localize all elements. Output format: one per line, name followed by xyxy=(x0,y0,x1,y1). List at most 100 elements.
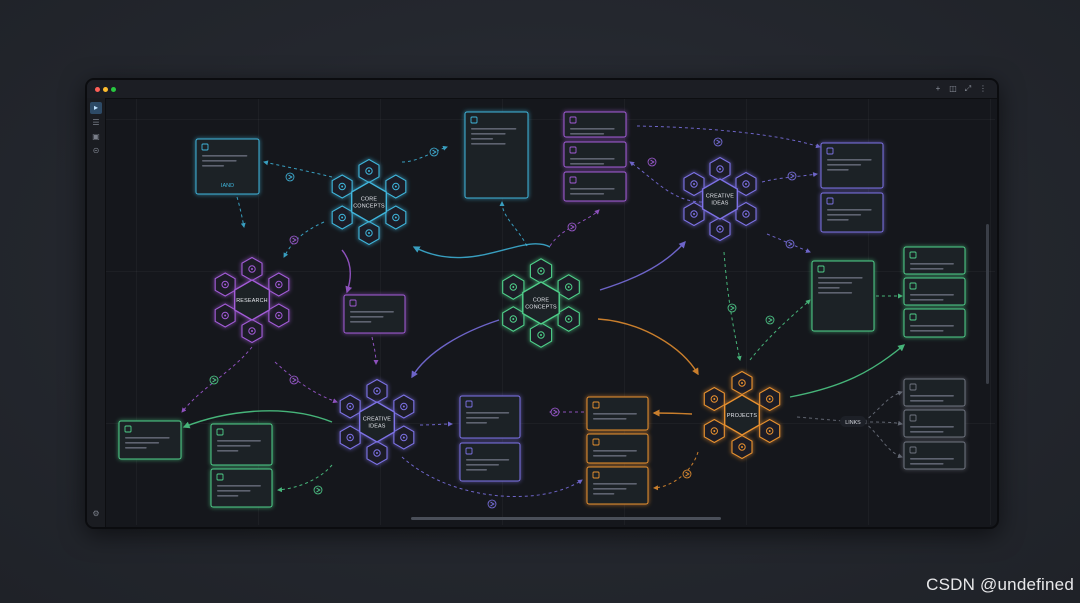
link-tool-button[interactable]: ⊝ xyxy=(92,146,100,155)
cluster-title-creative-ideas-bottom: IDEAS xyxy=(368,424,385,430)
cluster-center-projects[interactable] xyxy=(724,394,760,436)
browser-icon[interactable] xyxy=(268,303,290,328)
cluster-center-creative-ideas-top[interactable] xyxy=(702,178,738,220)
card-icon[interactable] xyxy=(759,418,781,444)
chart-icon[interactable] xyxy=(731,434,753,460)
image-icon[interactable] xyxy=(735,201,757,227)
search-icon[interactable] xyxy=(268,272,290,297)
cluster-center-core-concepts-top[interactable] xyxy=(350,181,387,223)
menu-tool-button[interactable]: ☰ xyxy=(92,118,100,127)
card-violet-right-2-text-line xyxy=(827,209,872,211)
card-green-mid-1-text-line xyxy=(217,440,261,442)
gear-icon[interactable] xyxy=(214,272,236,297)
rocket-icon[interactable] xyxy=(683,201,705,227)
vertical-scrollbar[interactable] xyxy=(986,224,989,384)
atom-icon[interactable] xyxy=(385,205,407,230)
horizontal-scrollbar[interactable] xyxy=(411,517,721,520)
card-violet-right-1[interactable] xyxy=(820,142,884,189)
add-button[interactable]: + xyxy=(935,84,941,93)
card-green-list-1[interactable] xyxy=(903,246,966,275)
card-link-2[interactable] xyxy=(903,409,966,438)
card-stack-purple-1[interactable] xyxy=(563,111,627,138)
card-stack-purple-2-icon xyxy=(569,146,577,154)
links-node[interactable]: LINKS xyxy=(840,416,866,427)
flow-marker-1 xyxy=(429,147,439,157)
lightbulb-icon[interactable] xyxy=(735,171,757,197)
card-notes-top-left[interactable]: IAND xyxy=(195,138,260,195)
select-tool-button[interactable]: ▸ xyxy=(90,102,102,114)
flask-icon[interactable] xyxy=(731,370,753,396)
expand-button[interactable]: ⤢ xyxy=(964,84,972,93)
card-link-1-text-line xyxy=(910,400,944,402)
card-green-mid-2-icon xyxy=(216,473,224,481)
card-orange-3[interactable] xyxy=(586,466,649,505)
gear-icon[interactable] xyxy=(366,440,388,466)
connector-1 xyxy=(599,240,686,291)
package-icon[interactable] xyxy=(339,425,361,450)
target-icon[interactable] xyxy=(529,258,553,284)
card-violet-bottom-1[interactable] xyxy=(459,395,521,439)
monitor-icon[interactable] xyxy=(214,303,236,328)
card-green-list-2[interactable] xyxy=(903,277,966,306)
maximize-window-button[interactable] xyxy=(111,87,116,92)
card-green-mid-1[interactable] xyxy=(210,423,273,466)
card-green-left[interactable] xyxy=(118,420,182,460)
cluster-projects[interactable]: PROJECTS xyxy=(703,370,781,460)
lightbulb-icon[interactable] xyxy=(557,306,580,332)
target-icon[interactable] xyxy=(393,394,415,419)
star-icon[interactable] xyxy=(683,171,705,197)
cube-icon[interactable] xyxy=(502,306,525,332)
gear-icon[interactable] xyxy=(502,274,525,300)
list-icon[interactable] xyxy=(709,216,731,242)
card-link-3[interactable] xyxy=(903,441,966,470)
refresh-icon[interactable] xyxy=(331,174,353,199)
card-stack-purple-3[interactable] xyxy=(563,171,627,202)
flask-icon[interactable] xyxy=(529,322,553,348)
card-link-3-text-line xyxy=(910,458,954,460)
connector-14 xyxy=(419,421,453,427)
atom-icon[interactable] xyxy=(241,318,263,344)
cluster-title-projects: PROJECTS xyxy=(727,413,758,419)
cluster-center-research[interactable] xyxy=(233,279,271,321)
gear-icon[interactable] xyxy=(703,418,725,444)
palette-icon[interactable] xyxy=(709,156,731,182)
molecule-icon[interactable] xyxy=(358,220,380,246)
rocket-icon[interactable] xyxy=(366,378,388,404)
settings-gear-icon[interactable]: ⚙ xyxy=(92,509,100,518)
split-view-button[interactable]: ◫ xyxy=(949,84,957,93)
cluster-center-core-concepts-main[interactable] xyxy=(522,281,560,325)
cube-icon[interactable] xyxy=(703,386,725,412)
gear-icon[interactable] xyxy=(331,205,353,230)
minimize-window-button[interactable] xyxy=(103,87,108,92)
card-orange-1[interactable] xyxy=(586,396,649,431)
more-menu-button[interactable]: ⋮ xyxy=(979,84,987,93)
card-green-list-3-text-line xyxy=(910,325,954,327)
panel-tool-button[interactable]: ▣ xyxy=(92,132,100,141)
card-violet-right-1-text-line xyxy=(827,159,872,161)
cluster-center-creative-ideas-bottom[interactable] xyxy=(358,401,395,443)
card-violet-bottom-2[interactable] xyxy=(459,442,521,482)
card-link-1[interactable] xyxy=(903,378,966,407)
card-stack-purple-2[interactable] xyxy=(563,141,627,168)
card-research-note[interactable] xyxy=(343,294,406,334)
card-tall-center[interactable] xyxy=(464,111,529,199)
brain-icon[interactable] xyxy=(358,158,380,184)
close-window-button[interactable] xyxy=(95,87,100,92)
cluster-research[interactable]: RESEARCH xyxy=(214,256,290,344)
book-icon[interactable] xyxy=(241,256,263,282)
card-green-list-3[interactable] xyxy=(903,308,966,338)
calendar-icon[interactable] xyxy=(339,394,361,419)
grid-icon[interactable] xyxy=(393,425,415,450)
atom-icon[interactable] xyxy=(557,274,580,300)
building-icon[interactable] xyxy=(759,386,781,412)
card-code-snippet[interactable] xyxy=(811,260,875,332)
graph-icon[interactable] xyxy=(385,174,407,199)
card-green-mid-2[interactable] xyxy=(210,468,273,508)
card-orange-2[interactable] xyxy=(586,433,649,464)
card-violet-right-2[interactable] xyxy=(820,192,884,233)
